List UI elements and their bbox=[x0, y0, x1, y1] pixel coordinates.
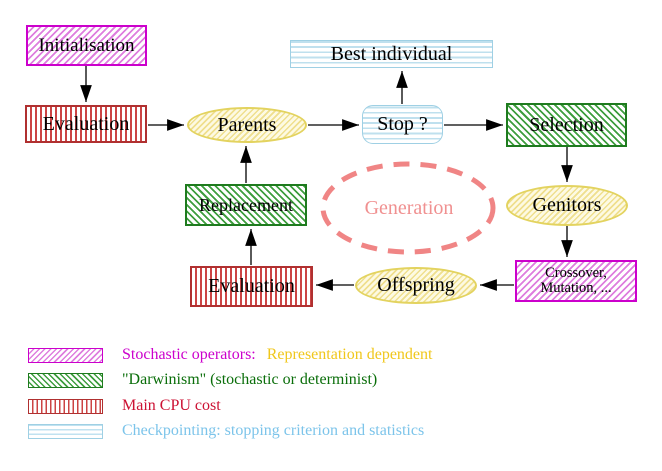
node-crossover-line1: Crossover, bbox=[545, 264, 607, 281]
legend-row-stochastic-operators: Stochastic operators: Representation dep… bbox=[28, 346, 432, 364]
legend-text-main-cpu-cost: Main CPU cost bbox=[122, 397, 221, 414]
node-evaluation-top: Evaluation bbox=[25, 105, 147, 143]
node-initialisation-label: Initialisation bbox=[38, 34, 135, 56]
node-evaluation-bottom: Evaluation bbox=[190, 266, 313, 307]
legend-swatch-green-hatch bbox=[28, 372, 103, 388]
node-selection-label: Selection bbox=[529, 113, 604, 136]
node-stop: Stop ? bbox=[362, 105, 443, 144]
generation-label: Generation bbox=[325, 196, 493, 220]
node-crossover-mutation: Crossover, Mutation, ... bbox=[515, 260, 637, 302]
node-best-individual-label: Best individual bbox=[330, 42, 453, 65]
node-replacement: Replacement bbox=[185, 184, 307, 226]
node-stop-label: Stop ? bbox=[377, 113, 428, 135]
legend-row-darwinism: "Darwinism" (stochastic or determinist) bbox=[28, 371, 377, 389]
legend-row-main-cpu-cost: Main CPU cost bbox=[28, 397, 221, 415]
legend-swatch-red-stripes bbox=[28, 398, 103, 414]
node-crossover-line2: Mutation, ... bbox=[540, 280, 612, 296]
node-parents: Parents bbox=[187, 107, 307, 143]
legend-swatch-magenta-hatch bbox=[28, 347, 103, 363]
legend-text-stochastic-operators: Stochastic operators: bbox=[122, 346, 256, 363]
legend-text-representation-dependent: Representation dependent bbox=[266, 346, 433, 363]
legend-row-checkpointing: Checkpointing: stopping criterion and st… bbox=[28, 422, 424, 440]
node-evaluation-bottom-label: Evaluation bbox=[208, 275, 295, 297]
legend-swatch-cyan-stripes bbox=[28, 423, 103, 439]
node-offspring-label: Offspring bbox=[377, 274, 455, 296]
node-genitors-label: Genitors bbox=[532, 194, 602, 216]
generation-label-text: Generation bbox=[364, 196, 454, 219]
node-initialisation: Initialisation bbox=[26, 25, 147, 66]
node-genitors: Genitors bbox=[506, 185, 628, 226]
node-selection: Selection bbox=[506, 103, 627, 147]
legend-text-checkpointing: Checkpointing: stopping criterion and st… bbox=[122, 422, 425, 439]
legend-text-darwinism: "Darwinism" (stochastic or determinist) bbox=[122, 371, 378, 388]
node-best-individual: Best individual bbox=[290, 40, 493, 68]
node-replacement-label: Replacement bbox=[199, 194, 293, 215]
node-evaluation-top-label: Evaluation bbox=[42, 112, 130, 135]
node-parents-label: Parents bbox=[217, 113, 277, 136]
node-offspring: Offspring bbox=[355, 267, 477, 304]
